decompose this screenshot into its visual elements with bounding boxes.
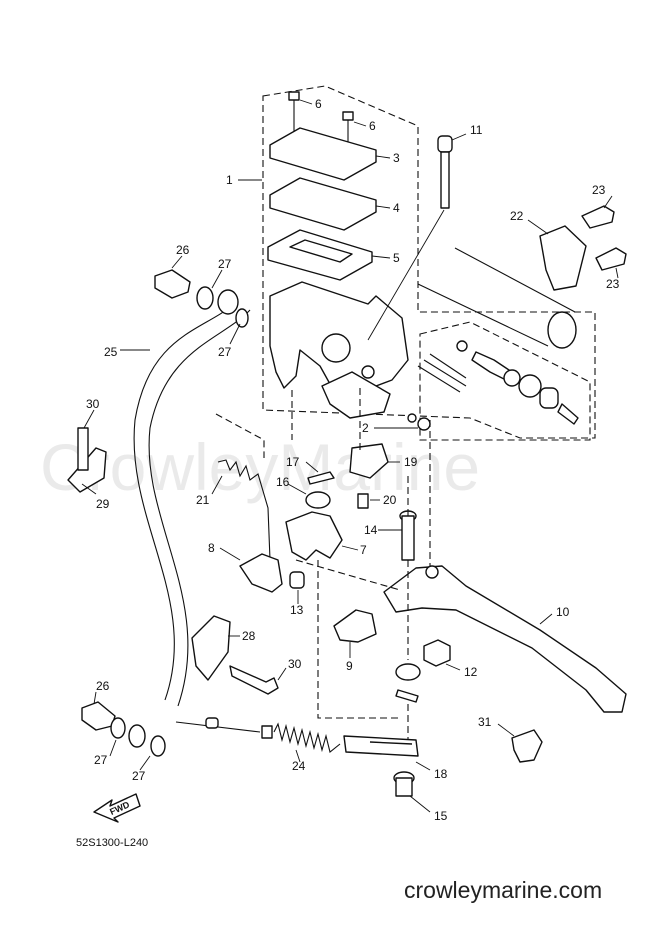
callout-27c: 27 (94, 753, 108, 767)
callout-29: 29 (96, 497, 110, 511)
master-cylinder-pivot-hole (361, 365, 375, 379)
callout-1: 1 (226, 173, 233, 187)
part-21-spring (217, 459, 271, 561)
callout-26b: 26 (96, 679, 110, 693)
part-5-diaphragm (267, 229, 373, 281)
callout-16: 16 (276, 475, 290, 489)
handlebar-end (547, 311, 577, 349)
callout-27a: 27 (218, 257, 232, 271)
cotter-pin-lower (395, 689, 419, 703)
part-25-brake-hose (133, 299, 251, 707)
callout-11: 11 (470, 123, 483, 137)
part-2-piston-kit (407, 340, 579, 431)
callout-8: 8 (208, 541, 215, 555)
handlebar-outline (417, 247, 576, 347)
callout-9: 9 (346, 659, 353, 673)
callout-6b: 6 (369, 119, 376, 133)
callout-17: 17 (286, 455, 300, 469)
part-30-bolt-lower (229, 665, 279, 695)
part-7-lever-bracket (285, 511, 343, 561)
part-30-bolt-upper (77, 427, 89, 471)
master-cylinder-lever-mount (321, 371, 391, 419)
callout-12: 12 (464, 665, 478, 679)
callout-5: 5 (393, 251, 400, 265)
callout-28: 28 (242, 629, 256, 643)
callout-25: 25 (104, 345, 118, 359)
part-27-washers (110, 286, 249, 757)
callout-24: 24 (292, 759, 306, 773)
part-26-banjo-bolts (81, 269, 191, 731)
part-22-holder (539, 225, 587, 291)
part-28-clamp (191, 615, 231, 681)
website-footer: crowleymarine.com (404, 877, 602, 903)
watermark-text: CrowleyMarine (40, 430, 480, 504)
fwd-arrow: FWD (93, 793, 141, 823)
part-23-bolts (581, 205, 627, 271)
part-31-clip (511, 729, 543, 763)
part-24-clutch-cable (175, 717, 341, 753)
callout-13: 13 (290, 603, 304, 617)
part-14-pin (399, 510, 417, 561)
callout-7: 7 (360, 543, 367, 557)
leader-lines (81, 99, 619, 813)
part-17-cotter-pin (307, 471, 335, 485)
callout-23a: 23 (592, 183, 606, 197)
callout-31: 31 (478, 715, 492, 729)
part-20-screw (357, 493, 369, 509)
callout-20: 20 (383, 493, 397, 507)
callout-15: 15 (434, 809, 448, 823)
callout-21: 21 (196, 493, 210, 507)
part-12-nut (423, 639, 451, 667)
callout-10: 10 (556, 605, 570, 619)
callout-30a: 30 (86, 397, 100, 411)
callout-19: 19 (404, 455, 418, 469)
callout-18: 18 (434, 767, 448, 781)
part-13-collar (289, 571, 305, 589)
part-4-diaphragm-plate (269, 177, 377, 231)
part-18-clevis (343, 735, 419, 757)
part-10-lever-hole (425, 565, 439, 579)
part-19-switch (349, 443, 389, 479)
callout-2: 2 (362, 421, 369, 435)
callout-23b: 23 (606, 277, 620, 291)
callout-22: 22 (510, 209, 524, 223)
callout-6a: 6 (315, 97, 322, 111)
part-3-reservoir-cap (269, 127, 377, 181)
part-15-clevis-pin (393, 771, 415, 797)
callout-14: 14 (364, 523, 378, 537)
part-9-adjuster (333, 609, 377, 643)
part-11-bolt (437, 135, 453, 209)
callout-27d: 27 (132, 769, 146, 783)
part-16-washer (305, 491, 331, 509)
part-10-clutch-lever (383, 565, 627, 713)
callout-3: 3 (393, 151, 400, 165)
part-8-fitting (239, 553, 283, 593)
master-cylinder-port (321, 333, 351, 363)
callouts: 1 2 3 4 5 6 6 7 8 9 10 11 12 13 14 15 16… (86, 97, 620, 823)
callout-4: 4 (393, 201, 400, 215)
alignment-lines (215, 388, 431, 740)
callout-30b: 30 (288, 657, 302, 671)
washer-12 (395, 663, 421, 681)
callout-26a: 26 (176, 243, 190, 257)
callout-27b: 27 (218, 345, 232, 359)
diagram-code: 52S1300-L240 (76, 837, 148, 849)
